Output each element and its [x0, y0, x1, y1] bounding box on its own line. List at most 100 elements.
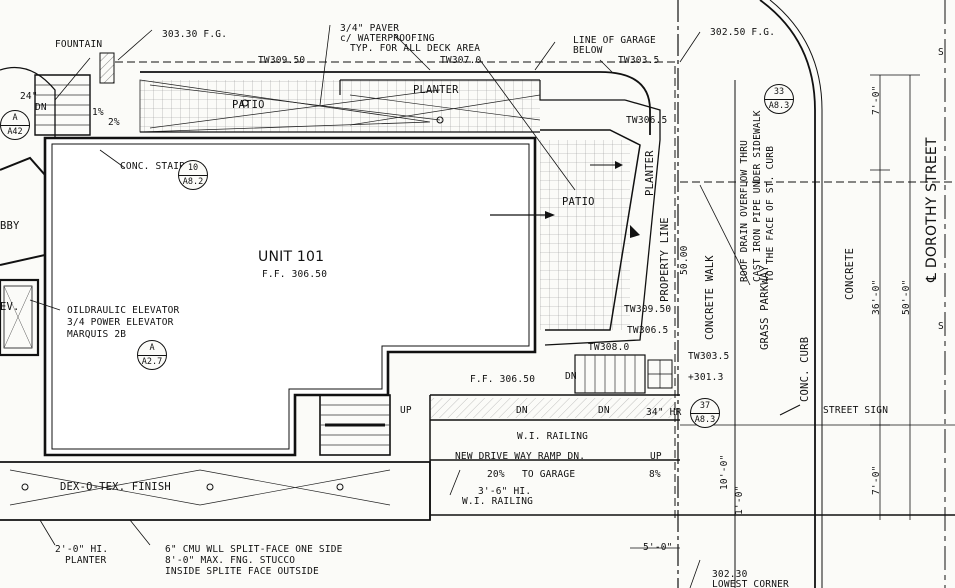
lobby-label: BBY	[0, 220, 20, 232]
wi-railing: W.I. RAILING	[517, 431, 589, 442]
hr-34: 34" HR	[646, 407, 682, 418]
elevator-note-3: MARQUIS 2B	[67, 329, 127, 340]
detail-bubble-a27[interactable]: A A2.7	[137, 340, 167, 370]
dn-label-2: DN	[565, 371, 577, 382]
section-mark-s2: S	[938, 321, 944, 332]
tw-3070: TW307.0	[440, 55, 482, 66]
stair-treads	[35, 84, 90, 126]
dim-36: 36'-0"	[871, 279, 882, 315]
dim-7a: 7'-0"	[871, 85, 882, 115]
elevator-label: EV.	[0, 301, 20, 313]
fountain-curve	[0, 66, 56, 138]
cmu-1: 6" CMU WLL SPLIT-FACE ONE SIDE	[165, 544, 343, 555]
line-garage-1: LINE OF GARAGE	[573, 35, 656, 46]
street-sign: STREET SIGN	[823, 405, 889, 416]
planter-right-outer	[544, 99, 661, 346]
detail-bubble-37[interactable]: 37 A8.3	[690, 398, 720, 428]
elevator-box	[0, 278, 40, 357]
planter-right-wall	[540, 129, 641, 331]
dn-label-1: DN	[35, 102, 47, 113]
tw-3065a: TW306.5	[626, 115, 668, 126]
steps-right-treads	[584, 355, 636, 393]
railing-h1: 3'-6" HI.	[478, 486, 532, 497]
detail-bubble-33[interactable]: 33 A8.3	[764, 84, 794, 114]
hr-24: 24"	[20, 91, 38, 102]
bubble-number: 10	[179, 161, 207, 176]
slope-2: 2%	[108, 117, 120, 128]
tw-30950: TW309.50	[258, 55, 306, 66]
pct-20: 20%	[487, 469, 505, 480]
ff-30650b: F.F. 306.50	[470, 374, 536, 385]
unit-label: UNIT 101	[258, 249, 325, 265]
fg-30230: 302.30	[712, 569, 748, 580]
fg-30250: 302.50 F.G.	[710, 27, 776, 38]
detail-bubble-10[interactable]: 10 A8.2	[178, 160, 208, 190]
section-mark-s1: S	[938, 47, 944, 58]
dn-label-4: DN	[598, 405, 610, 416]
typ-deck-note: TYP. FOR ALL DECK AREA	[350, 43, 481, 54]
property-line-label: PROPERTY LINE	[659, 217, 671, 302]
cmu-3: INSIDE SPLITE FACE OUTSIDE	[165, 566, 319, 577]
planter-top-label: PLANTER	[413, 84, 459, 96]
waterproofing-note: c/ WATERPROOFING	[340, 33, 435, 44]
steps-right	[574, 354, 646, 394]
dim-5: 5'-0"	[643, 542, 673, 553]
ramp-hatch	[430, 398, 675, 418]
tw-3033: TW303.5	[618, 55, 660, 66]
elevator-note-1: OILDRAULIC ELEVATOR	[67, 305, 180, 316]
dim-1: 1'-0"	[734, 485, 745, 515]
up-label-1: UP	[400, 405, 412, 416]
roof-drain-2: CAST IRON PIPE UNDER SIDEWALK	[752, 110, 763, 282]
fg-30330: 303.30 F.G.	[162, 29, 228, 40]
patio-right-label: PATIO	[562, 196, 595, 208]
concrete-walk: CONCRETE WALK	[704, 255, 716, 340]
to-garage: TO GARAGE	[522, 469, 576, 480]
dexotex-label: DEX-O-TEX. FINISH	[60, 481, 171, 493]
planter-h1: 2'-0" HI.	[55, 544, 109, 555]
dim-50: 50'-0"	[901, 279, 912, 315]
bubble-number: 37	[691, 399, 719, 414]
elevator-note-2: 3/4 POWER ELEVATOR	[67, 317, 174, 328]
fountain-label: FOUNTAIN	[55, 39, 103, 50]
elevator-inner	[3, 285, 33, 349]
dn-label-3: DN	[516, 405, 528, 416]
lower-planter-x	[9, 469, 391, 506]
curb-arc-2	[769, 0, 823, 588]
detail-bubble-a42[interactable]: A A42	[0, 110, 30, 140]
conc-stair: CONC. STAIR	[120, 161, 186, 172]
dim-7b: 7'-0"	[871, 465, 882, 495]
concrete-street: CONCRETE	[844, 247, 856, 300]
bubble-sheet: A42	[7, 127, 23, 137]
garage-line	[115, 61, 676, 520]
bubble-number: 33	[765, 85, 793, 100]
bubble-sheet: A8.3	[694, 415, 716, 425]
dim-10: 10'-0"	[719, 454, 730, 490]
cmu-2: 8'-0" MAX. FNG. STUCCO	[165, 555, 296, 566]
roof-drain-1: ROOF DRAIN OVERFLOW THRU	[739, 139, 750, 282]
pct-8: 8%	[649, 469, 661, 480]
planter-h2: PLANTER	[65, 555, 107, 566]
bubble-sheet: A2.7	[141, 357, 163, 367]
railing-h2: W.I. RAILING	[462, 496, 534, 507]
elevator-x	[3, 285, 33, 349]
line-garage-2: BELOW	[573, 45, 603, 56]
ramp-walls	[429, 394, 955, 520]
planter-right-label: PLANTER	[644, 150, 656, 196]
planter-top-wall-2	[339, 79, 625, 101]
el-3013: +301.3	[688, 372, 724, 383]
tw-30930: TW309.50	[624, 304, 672, 315]
tw-3080: TW308.0	[588, 342, 630, 353]
roof-drain-3: TO THE FACE OF ST. CURB	[765, 145, 776, 282]
bubble-number: A	[138, 341, 166, 356]
up-label-2: UP	[650, 451, 662, 462]
paver-note: 3/4" PAVER	[340, 23, 400, 34]
patio-x-lines	[149, 84, 541, 129]
tw-3065b: TW306.5	[627, 325, 669, 336]
bubble-sheet: A8.3	[768, 101, 790, 111]
curb-arc	[759, 0, 816, 588]
fountain-box	[99, 52, 115, 84]
lobby-wall	[0, 156, 46, 266]
right-patio-tile	[540, 140, 630, 330]
